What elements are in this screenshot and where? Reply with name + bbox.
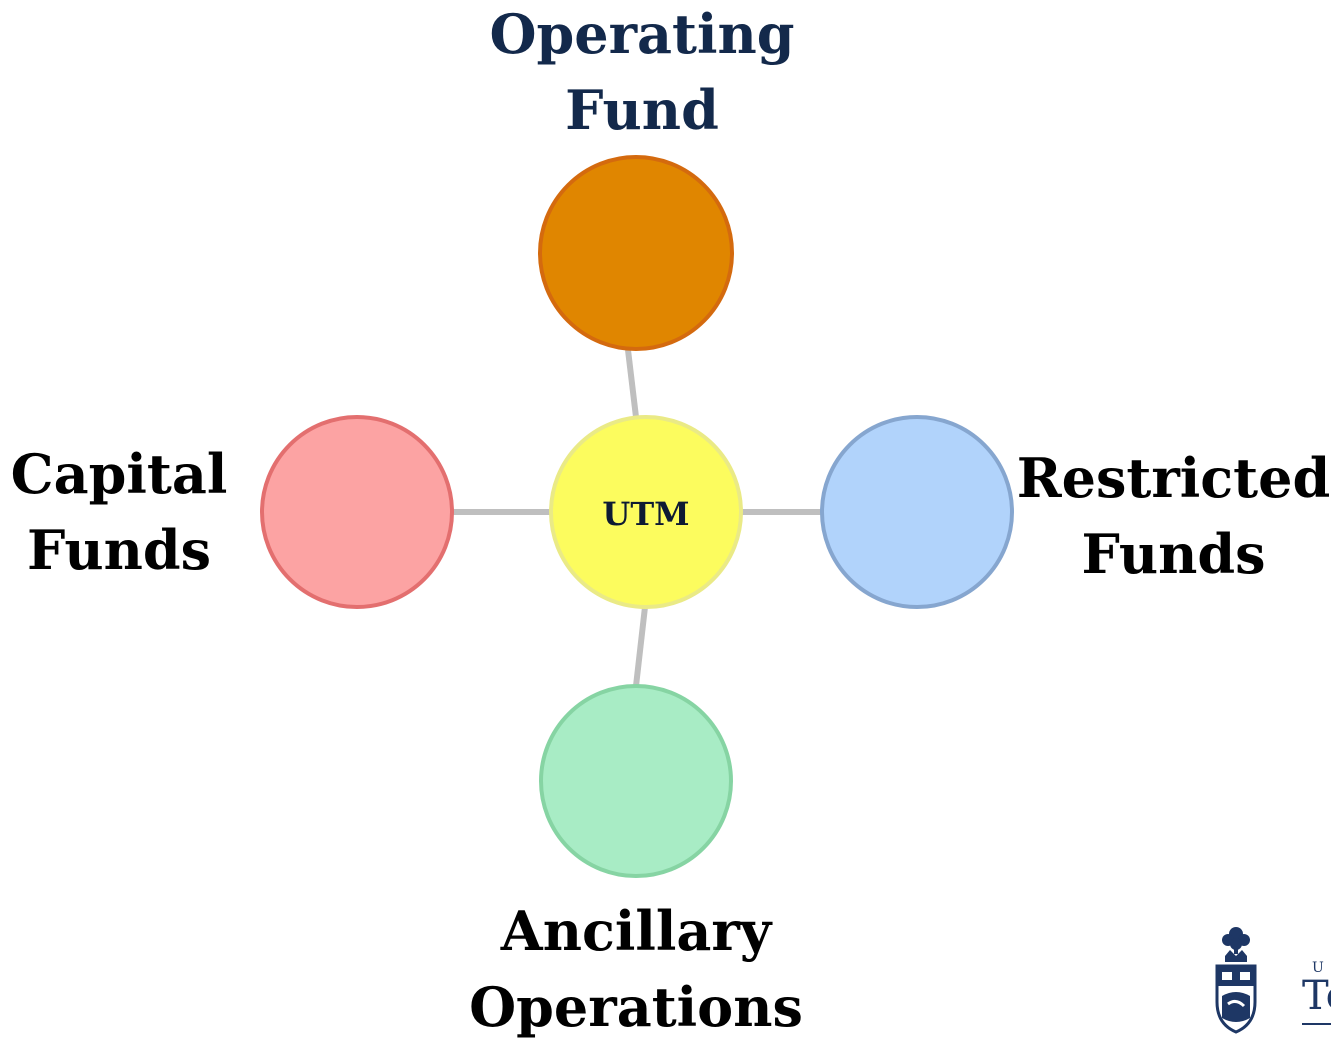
label-restricted-funds: Restricted Funds	[1016, 440, 1331, 592]
label-ancillary-operations-line-1: Ancillary	[500, 899, 772, 963]
label-operating-fund: Operating Fund	[442, 0, 842, 148]
logo-rule	[1302, 1023, 1331, 1025]
node-ancillary-operations	[539, 684, 733, 878]
center-label: UTM	[602, 495, 689, 533]
label-ancillary-operations: Ancillary Operations	[436, 893, 836, 1045]
connector-operating	[625, 349, 639, 418]
university-logo: U To	[1212, 920, 1331, 1036]
connector-ancillary	[633, 606, 648, 687]
node-operating-fund	[538, 155, 734, 351]
label-capital-funds-line-1: Capital	[10, 442, 228, 506]
logo-main-text: To	[1302, 973, 1331, 1019]
label-operating-fund-line-2: Fund	[565, 78, 719, 142]
label-capital-funds: Capital Funds	[0, 436, 238, 588]
label-restricted-funds-line-1: Restricted	[1016, 446, 1331, 510]
logo-top-text: U	[1312, 960, 1324, 976]
node-capital-funds	[260, 415, 454, 609]
node-restricted-funds	[820, 415, 1014, 609]
label-ancillary-operations-line-2: Operations	[469, 975, 803, 1039]
crest-icon	[1215, 927, 1257, 1034]
node-center-utm	[549, 415, 743, 609]
label-operating-fund-line-1: Operating	[489, 2, 795, 66]
label-restricted-funds-line-2: Funds	[1081, 522, 1266, 586]
label-capital-funds-line-2: Funds	[26, 518, 212, 582]
